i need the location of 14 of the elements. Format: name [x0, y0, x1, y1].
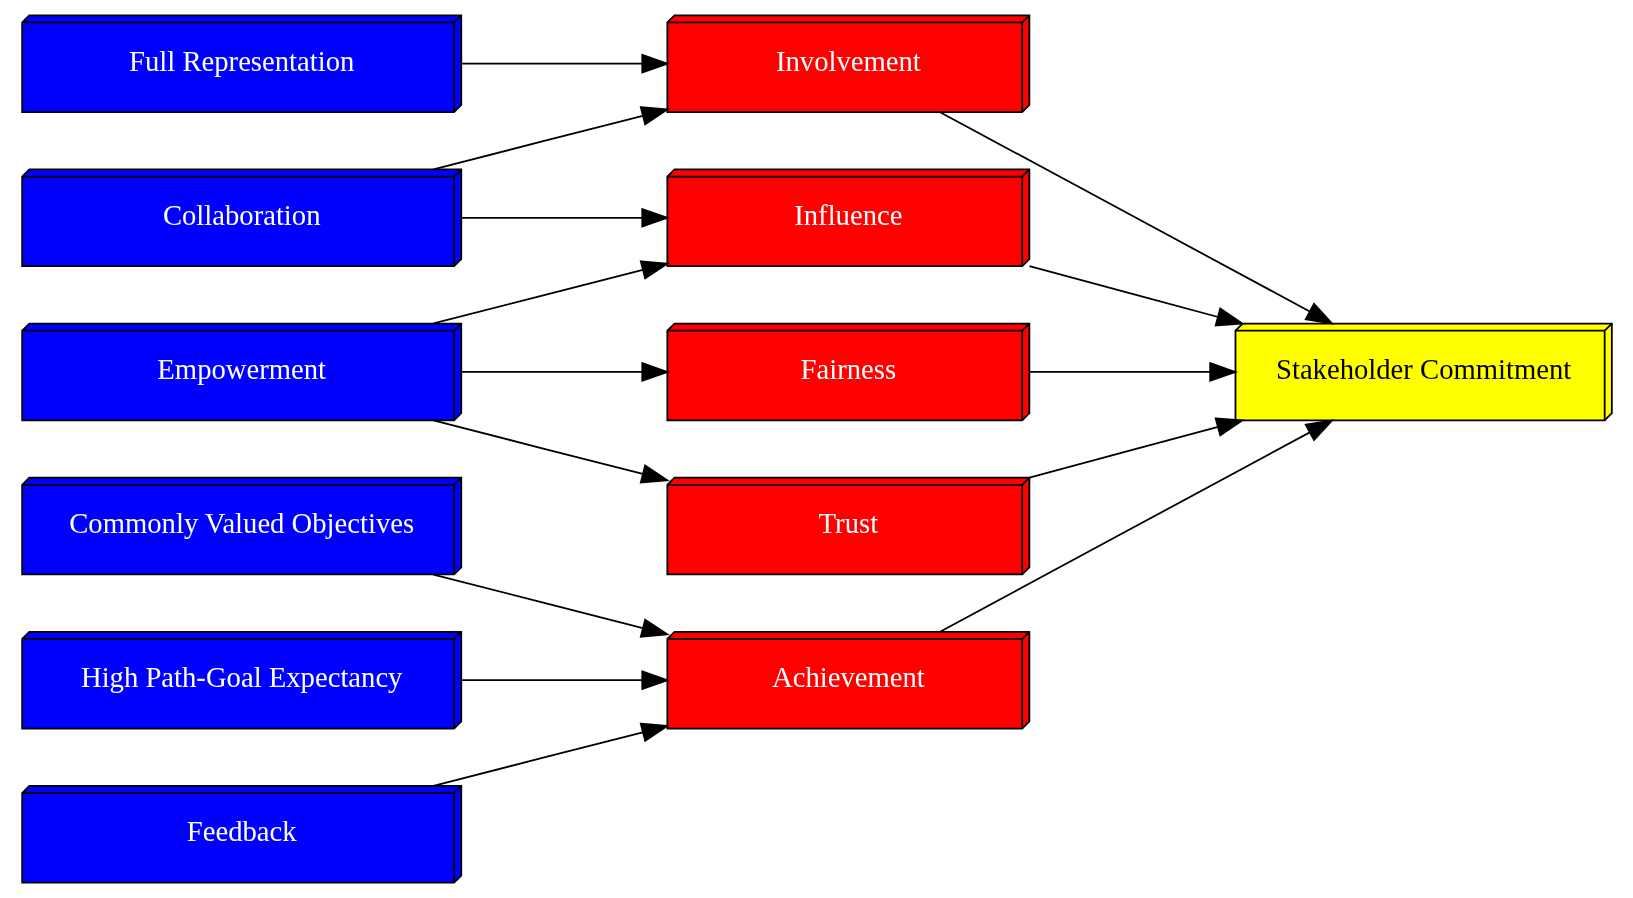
arrow — [1028, 361, 1238, 382]
arrow — [460, 361, 670, 382]
arrow — [1028, 265, 1245, 327]
arrow — [938, 111, 1334, 325]
arrow — [432, 106, 670, 171]
arrow — [1028, 417, 1245, 479]
arrow — [432, 722, 670, 787]
arrow — [432, 260, 670, 325]
arrow — [460, 53, 670, 74]
arrow — [432, 419, 670, 484]
arrow — [460, 207, 670, 228]
arrow — [432, 573, 670, 638]
arrow — [460, 670, 670, 691]
arrow — [938, 419, 1334, 633]
